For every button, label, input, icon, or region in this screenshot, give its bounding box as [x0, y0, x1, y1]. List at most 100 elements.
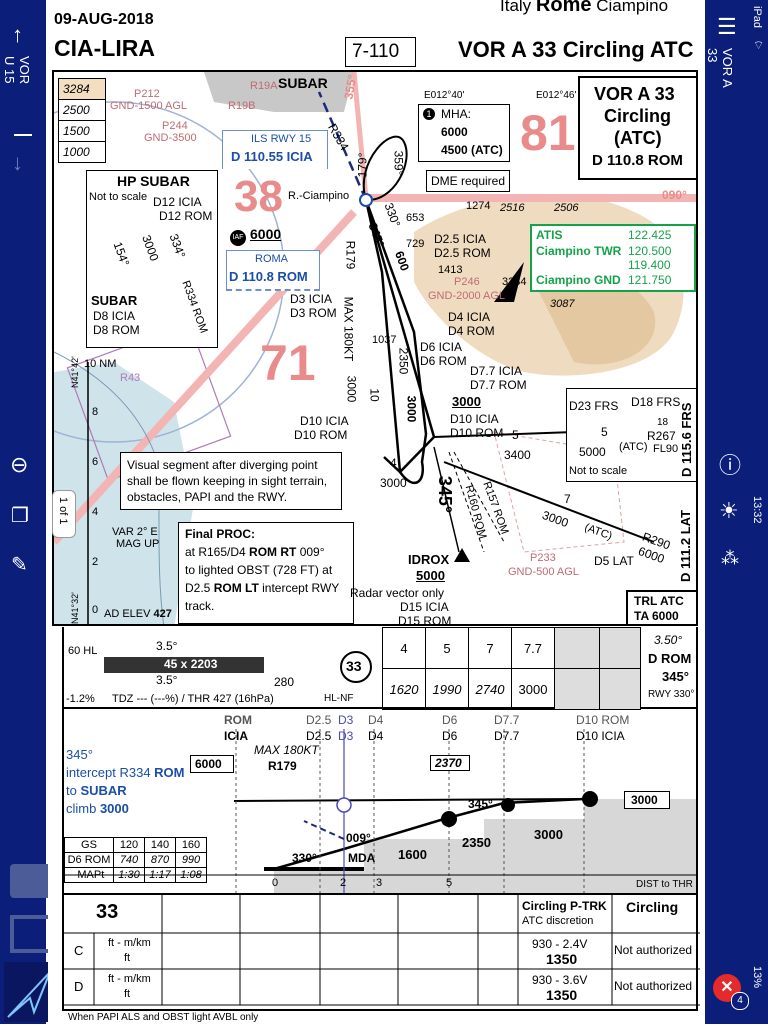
note-icon[interactable] [10, 864, 54, 898]
latitude-1: N41°42' [70, 356, 80, 388]
idrox-note: Radar vector only [350, 586, 445, 600]
atis-frequency: 122.425 [628, 228, 672, 242]
fix-d10-icia-left: D10 ICIA [300, 414, 349, 428]
right-sidebar: iPad ⌔ ☰ VOR A 33 Circling ATC ⓘ 13:32 ☀… [675, 0, 768, 1024]
dme-blank-3 [554, 668, 600, 710]
tdz-info: TDZ --- (---%) / THR 427 (16hPa) [112, 693, 274, 705]
battery-label: 13% [751, 966, 763, 989]
profile-fix-rom: ROM [224, 713, 252, 727]
profile-alt-2370: 2370 [430, 755, 470, 771]
menu-icon[interactable]: ☰ [717, 14, 737, 39]
idrox-alt: 5000 [416, 568, 445, 583]
idrox-d15-icia: D15 ICIA [400, 600, 449, 614]
copy-icon[interactable]: ❐ [11, 505, 29, 527]
help-icon[interactable]: ⓘ [719, 453, 742, 478]
zone-r19b: R19B [228, 100, 256, 112]
profile-alt-3000b: 3000 [534, 827, 563, 842]
terrain-profile [274, 799, 696, 893]
frs-18: 18 [657, 417, 669, 428]
longitude-2: E012°46' [536, 90, 577, 101]
dme-alt-3: 3000 [511, 668, 555, 710]
dist-4: 4 [390, 456, 397, 470]
track-r267 [433, 431, 575, 438]
fix-if-icon [582, 791, 598, 807]
chart-number: 7-110 [352, 41, 400, 62]
axis-0: 0 [272, 877, 279, 889]
dme-blank-2 [599, 627, 641, 669]
visual-segment-text: Visual segment after diverging point sha… [127, 458, 328, 504]
msa-3284: 3284 [59, 79, 105, 99]
track-idrox [433, 446, 460, 553]
minima-cat-d: D [74, 979, 84, 994]
final-proc-line-1: at R165/D4 ROM RT 009° [185, 545, 325, 559]
track-r334 [317, 91, 368, 201]
frs-atc: (ATC) [619, 441, 648, 453]
runway-gradient: -1.2% [66, 693, 95, 705]
minus-circle-icon[interactable]: ⊖ [10, 452, 29, 477]
title-line-2: Circling [604, 106, 672, 126]
papi-angle-1: 3.5° [156, 639, 178, 653]
page-indicator[interactable]: 1 of 1 [52, 490, 76, 538]
lat-d5: D5 LAT [594, 554, 634, 568]
plan-view: 38 81 71 3284 2500 1500 1000 P212 GND-15… [52, 70, 698, 626]
arrow-down-icon[interactable]: ↓ [12, 150, 23, 175]
sleep-icon[interactable]: ⁂ [721, 548, 739, 568]
pencil-icon[interactable]: ✎ [11, 554, 28, 576]
ils-label: ILS RWY 15 [251, 133, 312, 145]
twr-frequency: 120.500 [628, 244, 672, 258]
sector-71: 71 [260, 335, 316, 391]
hp-d8-rom: D8 ROM [93, 323, 140, 337]
dme-dist-2: 7 [468, 627, 512, 669]
threshold-height: 60 HL [68, 645, 98, 657]
obst-3087: 3087 [550, 298, 575, 310]
axis-2: 2 [340, 877, 347, 889]
hp-subar-box: HP SUBAR Not to scale D12 ICIA D12 ROM 3… [86, 170, 218, 348]
track-r157 [453, 451, 505, 543]
obst-2516: 2516 [500, 202, 525, 214]
gs-head-1: 120 [113, 837, 145, 853]
hp-subar: SUBAR [91, 293, 138, 308]
course-359: 359° [391, 150, 406, 176]
trl-line-1: TRL ATC [634, 594, 684, 608]
brightness-icon[interactable]: ☀ [719, 498, 739, 523]
folder-icon[interactable] [10, 915, 52, 953]
profile-fix-d6a: D6 [442, 713, 458, 727]
final-proc-box: Final PROC: at R165/D4 ROM RT 009° to li… [178, 522, 354, 624]
ils-frequency: D 110.55 ICIA [231, 149, 313, 164]
frs-box: D23 FRS D18 FRS 18 5 R267 FL90 5000 (ATC… [566, 388, 696, 482]
profile-course-009: 009° [346, 831, 371, 845]
frs-d23: D23 FRS [569, 399, 619, 413]
twr-label: Ciampino TWR [536, 244, 622, 258]
iaf-icon: IAF [230, 230, 246, 246]
atis-box: ATIS 122.425 Ciampino TWR 120.500 119.40… [530, 224, 696, 292]
final-l3a: D2.5 [185, 581, 214, 595]
minima-na-d: Not authorized [614, 979, 693, 993]
send-icon[interactable] [4, 962, 54, 1022]
station-ciampino: R.-Ciampino [288, 190, 350, 202]
final-l3b: ROM LT [213, 581, 259, 595]
location-city: Rome [535, 0, 592, 16]
urban-area [204, 72, 354, 112]
hp-note: Not to scale [89, 191, 148, 203]
minima-header-2: Circling [626, 899, 679, 915]
airport-code: CIA-LIRA [54, 35, 155, 61]
final-proc-title: Final PROC: [185, 527, 256, 541]
approach-chart: 09-AUG-2018 Italy Rome Ciampino CIA-LIRA… [48, 0, 700, 1024]
minima-alt-c: 1350 [546, 951, 578, 967]
minima-unit-d2: ft [124, 988, 131, 1000]
zone-p244-limit: GND-3500 [144, 132, 197, 144]
zone-r43: R43 [120, 372, 141, 384]
course-345-b: 345° [435, 475, 456, 514]
mha-label: MHA: [441, 107, 471, 121]
dist-to-threshold: DIST to THR [636, 879, 693, 890]
fix-circle-m [336, 797, 352, 813]
obst-1413: 1413 [438, 264, 463, 276]
fix-d10-rom-left: D10 ROM [294, 428, 348, 442]
fix-d25-icia: D2.5 ICIA [434, 232, 487, 246]
minima-table: 33 Circling P-TRK ATC discretion Circlin… [62, 895, 700, 1011]
gs-r2-1: 1:30 [113, 867, 145, 883]
fix-d4-rom: D4 ROM [448, 324, 495, 338]
dme-dist-3: 7.7 [511, 627, 555, 669]
arrow-up-icon[interactable]: ↑ [12, 22, 23, 47]
dme-alt-0: 1620 [382, 668, 426, 710]
